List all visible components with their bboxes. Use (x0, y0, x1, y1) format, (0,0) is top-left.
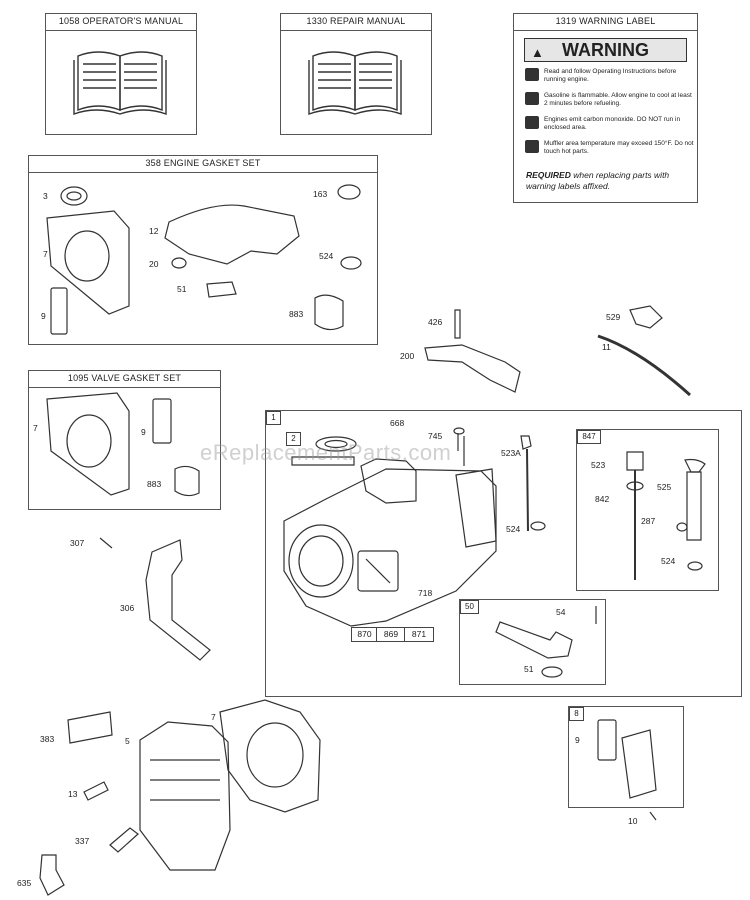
part-163: 163 (313, 189, 328, 199)
engine-gasket-set-title: 358 ENGINE GASKET SET (145, 158, 261, 168)
hot-surface-icon (525, 140, 539, 153)
breather-drawing (495, 606, 597, 678)
part-337: 337 (75, 836, 90, 846)
manual-book-icon (308, 51, 402, 115)
part-524: 524 (661, 556, 676, 566)
part-529: 529 (606, 312, 621, 322)
part-307: 307 (70, 538, 85, 548)
part-7: 7 (43, 249, 48, 259)
cylinder-block-box: 1 2 668 745 523A 524 718 870 869 871 847 (265, 410, 742, 697)
warning-triangle-icon: ▲ (531, 45, 544, 60)
part-9: 9 (575, 735, 580, 745)
part-523: 523 (591, 460, 606, 470)
dipstick-subbox: 847 523 842 525 287 524 (576, 429, 719, 591)
warning-line-3: Engines emit carbon monoxide. DO NOT run… (544, 116, 681, 131)
tag-50: 50 (460, 600, 479, 614)
part-524: 524 (506, 524, 521, 534)
part-54: 54 (556, 607, 566, 617)
valve-gasket-set-box: 1095 VALVE GASKET SET 7 9 883 (28, 370, 221, 510)
valve-gasket-drawing (46, 392, 200, 497)
engine-gasket-set-box: 358 ENGINE GASKET SET 3 7 9 12 20 51 163… (28, 155, 378, 345)
part-20: 20 (149, 259, 159, 269)
part-11: 11 (602, 342, 611, 352)
watermark: eReplacementParts.com (200, 440, 452, 465)
part-883: 883 (289, 309, 304, 319)
repair-manual-box: 1330 REPAIR MANUAL (280, 13, 432, 135)
cylinder-block-drawing (283, 427, 546, 627)
part-10: 10 (628, 816, 638, 826)
part-635: 635 (17, 878, 32, 888)
valve-cover-box: 8 9 (568, 706, 684, 808)
manual-book-icon (73, 51, 167, 115)
operators-manual-title: 1058 OPERATOR'S MANUAL (58, 16, 184, 26)
part-3: 3 (43, 191, 48, 201)
part-869: 869 (376, 627, 406, 642)
breather-subbox: 50 54 51 (459, 599, 606, 685)
part-842: 842 (595, 494, 610, 504)
warning-line-1: Read and follow Operating Instructions b… (544, 68, 677, 83)
warning-label-box: 1319 WARNING LABEL ▲ WARNING Read and fo… (513, 13, 698, 203)
part-51: 51 (177, 284, 187, 294)
warning-label-title: 1319 WARNING LABEL (555, 16, 656, 26)
part-883: 883 (147, 479, 162, 489)
part-7: 7 (33, 423, 38, 433)
repair-manual-title: 1330 REPAIR MANUAL (306, 16, 406, 26)
warning-line-4: Muffler area temperature may exceed 150°… (544, 140, 694, 155)
fumes-icon (525, 116, 539, 129)
part-5: 5 (125, 736, 130, 746)
part-525: 525 (657, 482, 672, 492)
manual-read-icon (525, 68, 539, 81)
part-745: 745 (428, 431, 443, 441)
warning-banner: ▲ WARNING (524, 38, 687, 62)
flame-icon (525, 92, 539, 105)
part-9: 9 (141, 427, 146, 437)
warning-line-2: Gasoline is flammable. Allow engine to c… (544, 92, 692, 107)
part-13: 13 (68, 789, 78, 799)
valve-gasket-set-title: 1095 VALVE GASKET SET (67, 373, 182, 383)
tag-2: 2 (286, 432, 301, 446)
part-871: 871 (404, 627, 434, 642)
tag-8: 8 (569, 707, 584, 721)
part-306: 306 (120, 603, 135, 613)
dipstick-drawing (626, 451, 706, 580)
part-426: 426 (428, 317, 443, 327)
part-718: 718 (418, 588, 433, 598)
part-7: 7 (211, 712, 216, 722)
part-383: 383 (40, 734, 55, 744)
part-12: 12 (149, 226, 159, 236)
part-200: 200 (400, 351, 415, 361)
engine-gasket-drawing (46, 184, 362, 335)
part-870: 870 (351, 627, 378, 642)
part-668: 668 (390, 418, 405, 428)
part-287: 287 (641, 516, 656, 526)
part-524: 524 (319, 251, 334, 261)
part-51: 51 (524, 664, 534, 674)
operators-manual-box: 1058 OPERATOR'S MANUAL (45, 13, 197, 135)
part-9: 9 (41, 311, 46, 321)
warning-required-note: REQUIRED when replacing parts with warni… (526, 170, 670, 191)
tag-1: 1 (266, 411, 281, 425)
part-523a: 523A (501, 448, 521, 458)
tag-847: 847 (577, 430, 601, 444)
